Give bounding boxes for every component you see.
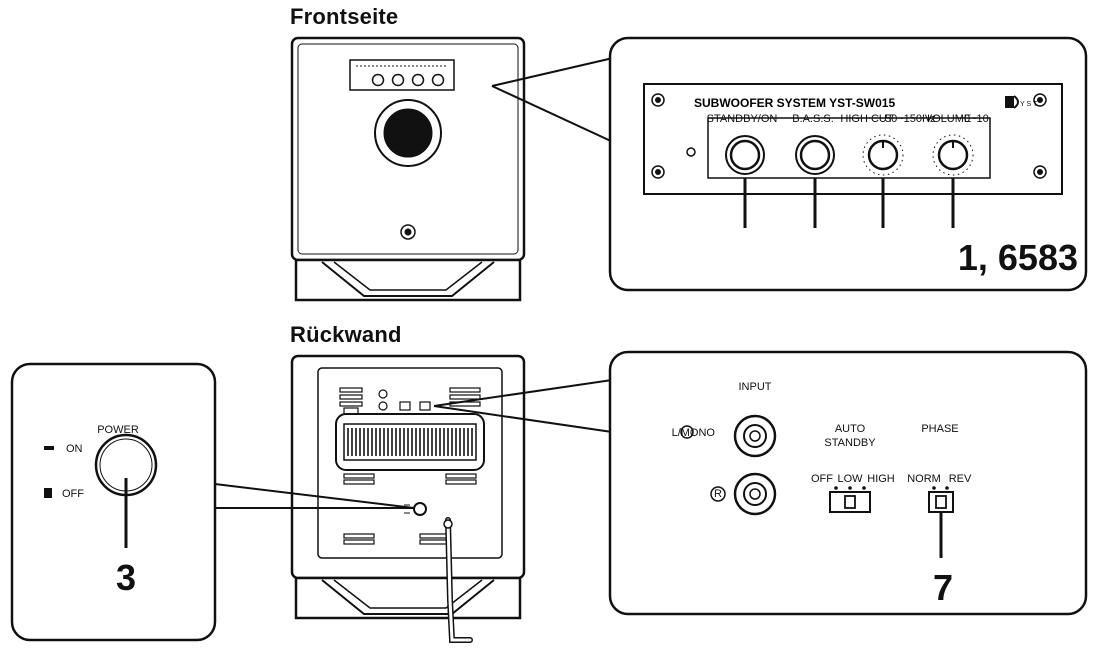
auto-standby-dots xyxy=(834,486,866,490)
svg-text:Y S T: Y S T xyxy=(1020,101,1038,108)
knob-label-volume: VOLUME xyxy=(925,113,971,125)
bass-knob[interactable] xyxy=(795,135,835,175)
input-left-jack[interactable] xyxy=(733,414,777,458)
auto-standby-label-1: AUTO xyxy=(835,423,866,435)
yst-logo: Y S T xyxy=(1005,95,1038,109)
power-callout-number: 3 xyxy=(116,557,136,598)
front-panel-plate xyxy=(643,83,1063,195)
input-right-label: R xyxy=(714,488,722,500)
front-knobs xyxy=(725,134,974,176)
knob-label-standby: STANDBY/ON xyxy=(707,113,778,125)
auto-standby-switch[interactable] xyxy=(829,491,871,513)
auto-standby-off: OFF xyxy=(811,473,833,485)
auto-standby-low: LOW xyxy=(837,473,863,485)
power-label: POWER xyxy=(97,424,139,436)
front-callout-lines xyxy=(743,178,955,228)
power-off-label: OFF xyxy=(62,488,84,500)
auto-standby-label-2: STANDBY xyxy=(824,437,876,449)
standby-on-knob[interactable] xyxy=(725,135,765,175)
rear-leaders xyxy=(214,379,613,509)
phase-rev: REV xyxy=(949,473,972,485)
right-channel-icon xyxy=(710,486,726,502)
front-subwoofer xyxy=(290,36,526,302)
input-right-jack[interactable] xyxy=(733,472,777,516)
front-title: Frontseite xyxy=(290,4,399,29)
front-zoom-box xyxy=(608,36,1088,292)
front-leader xyxy=(491,54,627,149)
front-callout-number: 1, 6583 xyxy=(958,237,1078,278)
off-indicator-icon xyxy=(44,488,52,498)
phase-norm: NORM xyxy=(907,473,941,485)
on-indicator-icon xyxy=(44,446,54,450)
phase-callout-number: 7 xyxy=(933,567,953,608)
left-channel-icon xyxy=(680,425,694,439)
phase-dots xyxy=(932,486,949,490)
knob-label-bass: B.A.S.S. xyxy=(792,113,834,125)
volume-range: 0~10 xyxy=(964,113,989,125)
volume-knob[interactable] xyxy=(932,134,974,176)
auto-standby-high: HIGH xyxy=(867,473,895,485)
knob-label-highcut: HIGH CUT xyxy=(840,113,893,125)
phase-label: PHASE xyxy=(921,423,958,435)
panel-title: SUBWOOFER SYSTEM YST-SW015 xyxy=(694,96,895,110)
highcut-range: 50~150Hz xyxy=(885,113,935,125)
input-left-label: L/MONO xyxy=(672,427,716,439)
input-label: INPUT xyxy=(739,381,772,393)
high-cut-knob[interactable] xyxy=(862,134,904,176)
rear-title: Rückwand xyxy=(290,322,402,347)
rear-zoom-box xyxy=(608,350,1088,616)
power-zoom-box xyxy=(10,362,217,642)
power-on-label: ON xyxy=(66,443,83,455)
